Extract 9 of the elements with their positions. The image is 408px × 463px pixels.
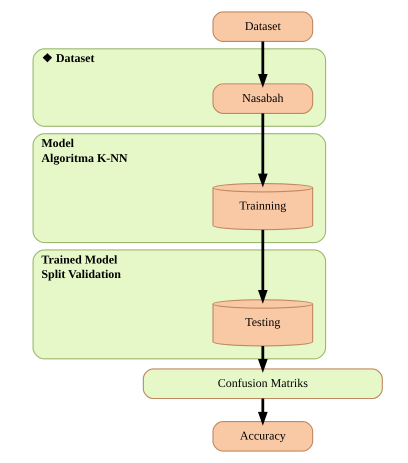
node-box: Confusion Matriks: [142, 368, 383, 400]
arrow: [258, 230, 268, 304]
node-box: Accuracy: [212, 421, 314, 452]
node-box: Nasabah: [212, 83, 314, 114]
arrow: [258, 113, 268, 188]
arrow: [258, 398, 268, 426]
node-box: Dataset: [212, 11, 314, 42]
arrow: [258, 346, 268, 373]
arrow: [258, 41, 268, 88]
